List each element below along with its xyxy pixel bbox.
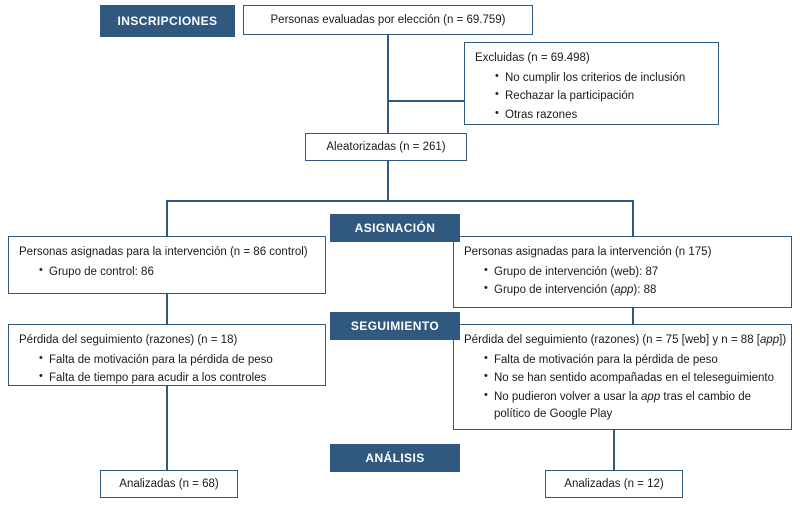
node-randomized-text: Aleatorizadas (n = 261)	[326, 140, 446, 153]
node-allocation-intervention-details: Grupo de intervención (web): 87Grupo de …	[464, 263, 781, 299]
node-assessed-for-eligibility: Personas evaluadas por elección (n = 69.…	[243, 5, 533, 35]
connector-analysis-left-drop	[166, 386, 168, 471]
stage-label-followup: SEGUIMIENTO	[330, 312, 460, 340]
bullet-item: No cumplir los criterios de inclusión	[495, 69, 708, 87]
node-followup-intervention-text: Pérdida del seguimiento (razones) (n = 7…	[464, 334, 787, 346]
node-analyzed-control-text: Analizadas (n = 68)	[119, 477, 219, 490]
node-analyzed-control: Analizadas (n = 68)	[100, 470, 238, 498]
connector-followup-right-drop	[632, 308, 634, 325]
connector-followup-left-drop	[166, 294, 168, 325]
node-excluded: Excluidas (n = 69.498) No cumplir los cr…	[464, 42, 719, 125]
node-followup-control-reasons: Falta de motivación para la pérdida de p…	[19, 351, 315, 387]
connector-allocation-split	[166, 200, 634, 202]
bullet-item: Otras razones	[495, 106, 708, 124]
connector-analysis-right-drop	[613, 430, 615, 471]
connector-to-excluded	[387, 100, 465, 102]
node-allocation-control: Personas asignadas para la intervención …	[8, 236, 326, 294]
connector-allocation-right-drop	[632, 200, 634, 237]
node-allocation-control-details: Grupo de control: 86	[19, 263, 315, 281]
node-analyzed-intervention-text: Analizadas (n = 12)	[564, 477, 664, 490]
bullet-item: Falta de motivación para la pérdida de p…	[484, 351, 781, 369]
connector-assessed-down	[387, 35, 389, 134]
node-excluded-reasons: No cumplir los criterios de inclusiónRec…	[475, 69, 708, 124]
connector-allocation-left-drop	[166, 200, 168, 237]
node-randomized: Aleatorizadas (n = 261)	[305, 133, 467, 161]
node-analyzed-intervention: Analizadas (n = 12)	[545, 470, 683, 498]
stage-label-analysis: ANÁLISIS	[330, 444, 460, 472]
node-allocation-intervention-text: Personas asignadas para la intervención …	[464, 246, 712, 258]
bullet-item: Falta de motivación para la pérdida de p…	[39, 351, 315, 369]
bullet-item: No pudieron volver a usar la app tras el…	[484, 388, 781, 422]
connector-randomized-down	[387, 161, 389, 201]
bullet-item: No se han sentido acompañadas en el tele…	[484, 369, 781, 387]
node-assessed-text: Personas evaluadas por elección (n = 69.…	[270, 13, 506, 26]
node-followup-intervention-reasons: Falta de motivación para la pérdida de p…	[464, 351, 781, 423]
node-followup-control-text: Pérdida del seguimiento (razones) (n = 1…	[19, 334, 238, 346]
node-followup-control: Pérdida del seguimiento (razones) (n = 1…	[8, 324, 326, 386]
bullet-item: Grupo de intervención (web): 87	[484, 263, 781, 281]
node-excluded-text: Excluidas (n = 69.498)	[475, 52, 590, 64]
bullet-item: Grupo de intervención (app): 88	[484, 281, 781, 299]
node-allocation-intervention: Personas asignadas para la intervención …	[453, 236, 792, 308]
node-allocation-control-text: Personas asignadas para la intervención …	[19, 246, 308, 258]
bullet-item: Grupo de control: 86	[39, 263, 315, 281]
stage-label-enrollment: INSCRIPCIONES	[100, 5, 235, 37]
node-followup-intervention: Pérdida del seguimiento (razones) (n = 7…	[453, 324, 792, 430]
bullet-item: Falta de tiempo para acudir a los contro…	[39, 369, 315, 387]
bullet-item: Rechazar la participación	[495, 87, 708, 105]
stage-label-allocation: ASIGNACIÓN	[330, 214, 460, 242]
